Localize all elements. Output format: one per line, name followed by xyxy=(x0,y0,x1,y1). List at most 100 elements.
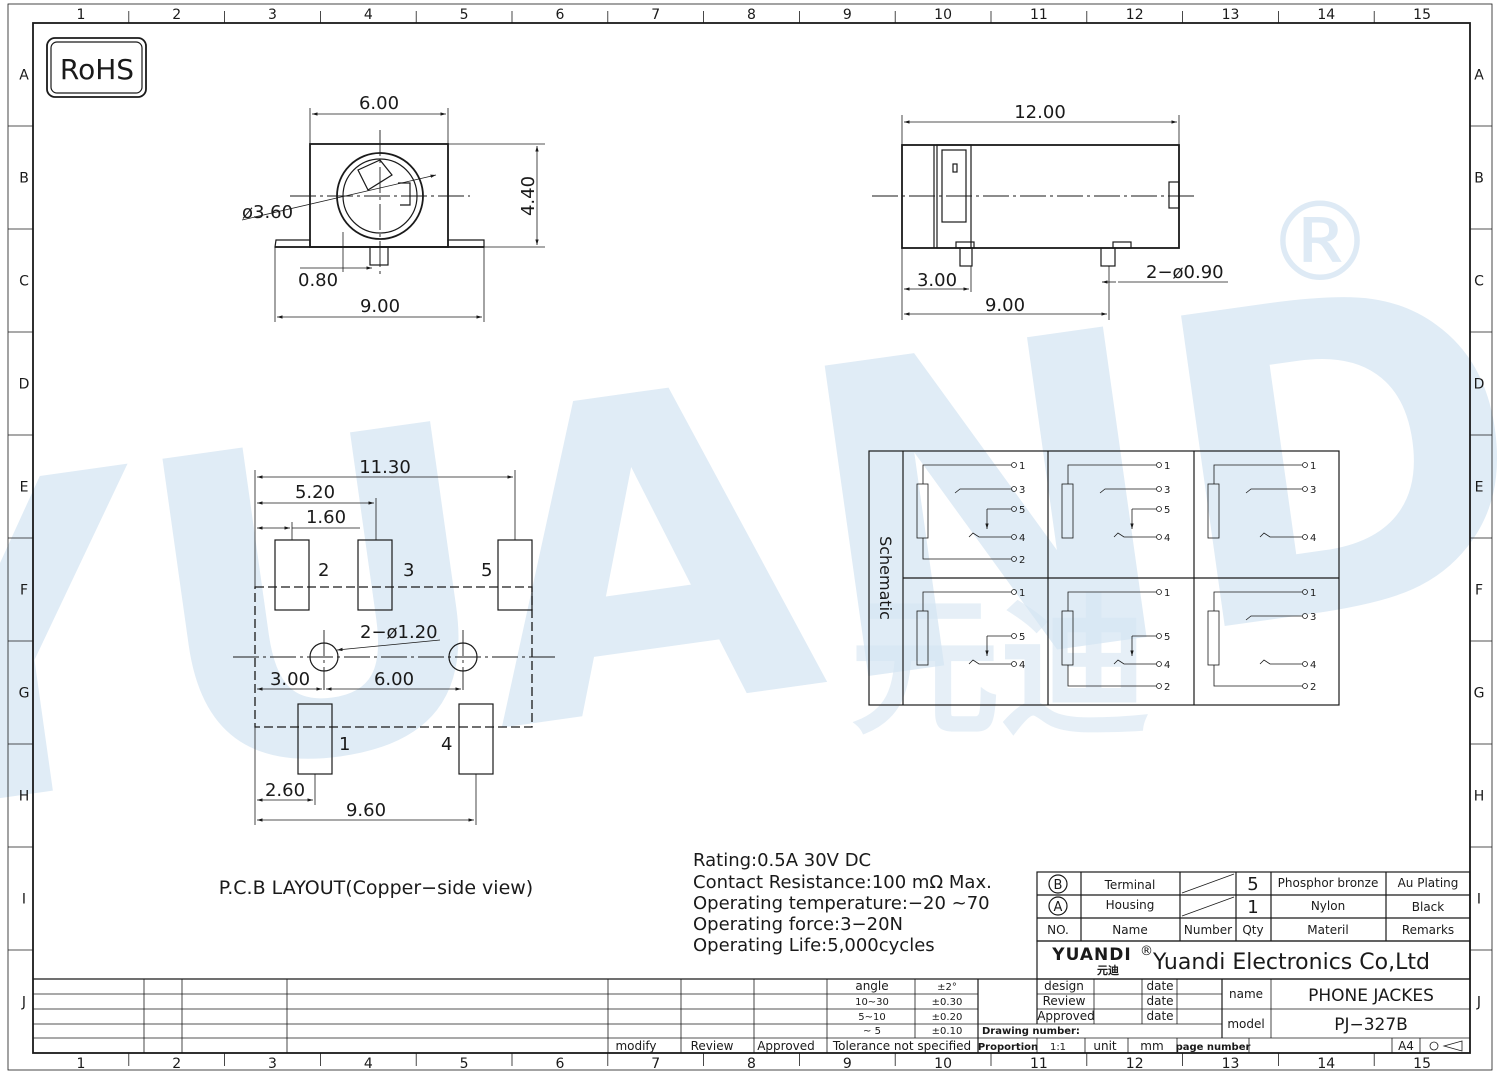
schematic-pin-label: 5 xyxy=(1019,505,1025,516)
bom-header-remarks: Remarks xyxy=(1402,923,1454,937)
tb-date-3: date xyxy=(1146,1009,1173,1023)
column-label-2: 2 xyxy=(172,7,181,23)
spec-force: Operating force:3−20N xyxy=(693,914,903,935)
tb-page-number: page number xyxy=(1176,1042,1251,1053)
schematic-pin-label: 2 xyxy=(1164,682,1170,693)
pad-label-1: 1 xyxy=(339,734,350,755)
column-label-9: 9 xyxy=(843,1056,852,1072)
row-label-C: C xyxy=(19,274,29,290)
tb-paper: A4 xyxy=(1398,1039,1414,1053)
row-label-E: E xyxy=(1475,480,1484,496)
bom-table: B A Terminal Housing 5 1 Phosphor bronze… xyxy=(1036,871,1471,942)
tb-review: Review xyxy=(1043,994,1086,1008)
row-label-A: A xyxy=(19,68,29,84)
tol-label: Tolerance not specified xyxy=(832,1039,971,1053)
bom-header-no: NO. xyxy=(1047,923,1069,937)
dim-pcb-small: 1.60 xyxy=(306,507,346,528)
column-label-12: 12 xyxy=(1126,7,1144,23)
dim-front-width: 6.00 xyxy=(359,93,399,114)
schematic-pin-label: 1 xyxy=(1310,461,1316,472)
tol-angle-value: ±2° xyxy=(937,982,957,993)
company-logo: YUANDI xyxy=(1051,945,1131,965)
tb-proportion: Proportion xyxy=(978,1042,1038,1053)
front-view: 6.00 4.40 ø3.60 0.80 9.00 xyxy=(241,93,545,322)
schematic-pin-label: 4 xyxy=(1019,533,1025,544)
column-label-13: 13 xyxy=(1222,1056,1240,1072)
dim-front-height: 4.40 xyxy=(518,176,539,216)
column-label-7: 7 xyxy=(651,7,660,23)
spec-rating: Rating:0.5A 30V DC xyxy=(693,850,871,871)
schematic-pin-label: 4 xyxy=(1310,660,1316,671)
rev-review: Review xyxy=(691,1039,734,1053)
row-label-B: B xyxy=(1474,171,1484,187)
dim-pcb-mid: 5.20 xyxy=(295,482,335,503)
dim-front-overall: 9.00 xyxy=(360,296,400,317)
company-name: Yuandi Electronics Co,Ltd xyxy=(1152,950,1430,975)
tb-drawing-number: Drawing number: xyxy=(982,1026,1080,1037)
bom-header-number: Number xyxy=(1184,923,1232,937)
column-label-1: 1 xyxy=(76,7,85,23)
spec-life: Operating Life:5,000cycles xyxy=(693,935,935,956)
rev-approved: Approved xyxy=(757,1039,815,1053)
rohs-label: RoHS xyxy=(60,53,134,86)
column-label-14: 14 xyxy=(1317,1056,1335,1072)
spec-contact-resistance: Contact Resistance:100 mΩ Max. xyxy=(693,872,992,893)
column-label-5: 5 xyxy=(460,7,469,23)
column-label-11: 11 xyxy=(1030,7,1048,23)
watermark: YUANDI 元迪 ® xyxy=(0,165,1500,920)
column-label-14: 14 xyxy=(1317,7,1335,23)
dim-side-pins: 2−ø0.90 xyxy=(1146,262,1224,283)
schematic-pin-label: 3 xyxy=(1164,485,1170,496)
bom-row1-qty: 5 xyxy=(1247,874,1258,895)
row-label-J: J xyxy=(1476,995,1481,1011)
column-label-12: 12 xyxy=(1126,1056,1144,1072)
bom-row2-qty: 1 xyxy=(1247,897,1258,918)
schematic-pin-label: 3 xyxy=(1310,485,1316,496)
row-label-D: D xyxy=(1474,377,1485,393)
schematic-pin-label: 5 xyxy=(1164,632,1170,643)
tb-approved: Approved xyxy=(1037,1009,1095,1023)
bom-row2-no: A xyxy=(1054,900,1063,915)
tb-name-label: name xyxy=(1229,987,1263,1001)
schematic-label: Schematic xyxy=(876,536,895,620)
schematic-pin-label: 4 xyxy=(1310,533,1316,544)
watermark-registered-icon: ® xyxy=(1265,178,1375,306)
column-label-1: 1 xyxy=(76,1056,85,1072)
dim-pad-offset: 2.60 xyxy=(265,780,305,801)
tol-r2: 5~10 xyxy=(858,1012,885,1023)
bom-row1-name: Terminal xyxy=(1104,878,1156,892)
bom-header-material: Materil xyxy=(1307,923,1348,937)
schematic-pin-label: 4 xyxy=(1019,660,1025,671)
column-label-8: 8 xyxy=(747,1056,756,1072)
company-banner: YUANDI 元迪 ® Yuandi Electronics Co,Ltd xyxy=(1036,940,1471,980)
column-label-5: 5 xyxy=(460,1056,469,1072)
tb-model-value: PJ−327B xyxy=(1334,1015,1408,1035)
row-label-I: I xyxy=(1477,892,1481,908)
tol-r3: ~ 5 xyxy=(863,1026,881,1037)
rohs-badge: RoHS xyxy=(46,37,147,98)
spec-temperature: Operating temperature:−20 ~70 xyxy=(693,893,990,914)
schematic-pin-label: 4 xyxy=(1164,660,1170,671)
tol-angle: angle xyxy=(855,979,888,993)
bom-row1-no: B xyxy=(1054,878,1063,893)
schematic-pin-label: 3 xyxy=(1019,485,1025,496)
bom-header-name: Name xyxy=(1112,923,1147,937)
tb-date-2: date xyxy=(1146,994,1173,1008)
pad-label-2: 2 xyxy=(318,560,329,581)
column-label-4: 4 xyxy=(364,1056,373,1072)
row-label-J: J xyxy=(21,995,26,1011)
rev-modify: modify xyxy=(615,1039,656,1053)
column-label-15: 15 xyxy=(1413,1056,1431,1072)
column-label-4: 4 xyxy=(364,7,373,23)
company-logo-cn: 元迪 xyxy=(1097,963,1119,977)
dim-hole-spacing: 6.00 xyxy=(374,669,414,690)
tb-name-value: PHONE JACKES xyxy=(1308,986,1434,1006)
row-label-F: F xyxy=(1475,583,1483,599)
row-label-G: G xyxy=(19,686,30,702)
column-label-3: 3 xyxy=(268,1056,277,1072)
column-label-13: 13 xyxy=(1222,7,1240,23)
row-label-H: H xyxy=(19,789,30,805)
tb-model-label: model xyxy=(1227,1017,1264,1031)
